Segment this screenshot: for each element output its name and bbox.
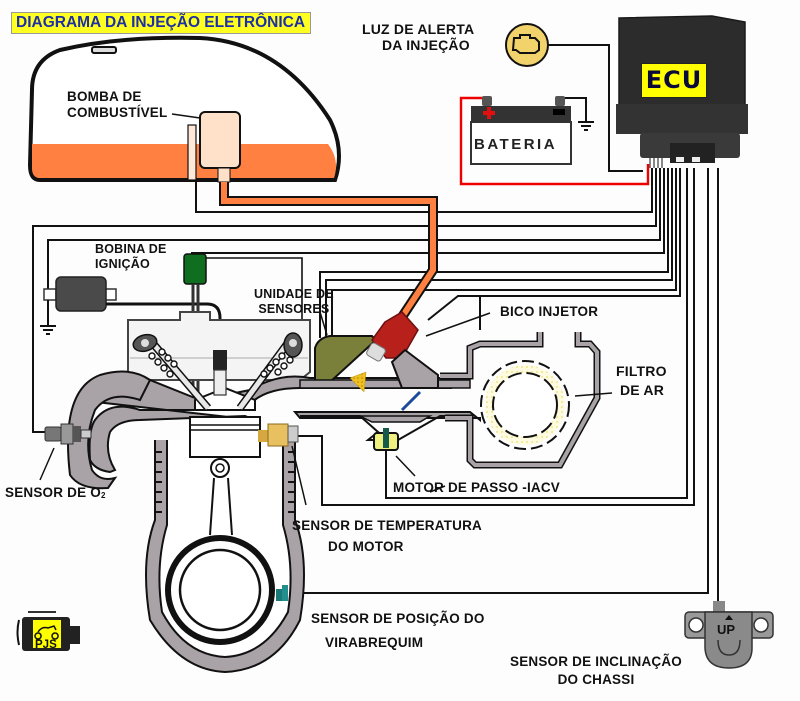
ecu-label: ECU [641, 63, 707, 98]
fuel-pump-label-line2: COMBUSTÍVEL [67, 105, 168, 120]
diagram-title: DIAGRAMA DA INJEÇÃO ELETRÔNICA [11, 12, 312, 34]
air-filter-label-line2: DE AR [620, 382, 665, 398]
warning-light-label-line1: LUZ DE ALERTA [362, 21, 475, 37]
tilt-sensor-label: SENSOR DE INCLINAÇÃO DO CHASSI [510, 653, 682, 689]
wire-sensor-unit-1 [319, 168, 669, 338]
sensor-unit-label: UNIDADE DE SENSORES [254, 287, 334, 317]
o2-sensor-label-subscript: 2 [100, 491, 106, 500]
fuel-level [32, 144, 336, 178]
air-filter-box [440, 332, 613, 469]
sensor-unit-label-line2: SENSORES [258, 302, 330, 316]
motorcycle-icon [34, 625, 59, 640]
wire-battery-negative [560, 97, 587, 122]
ignition-coil-label-line1: BOBINA DE [95, 242, 167, 256]
tilt-sensor-label-line1: SENSOR DE INCLINAÇÃO [510, 654, 683, 669]
fuel-pump-label: BOMBA DE COMBUSTÍVEL [67, 89, 167, 121]
up-arrow-icon [725, 615, 733, 620]
engine-temp-label-line1: SENSOR DE TEMPERATURA [292, 518, 482, 533]
wire-iacv [385, 168, 688, 499]
spark-plug-connector [183, 253, 207, 285]
pjs-logo [16, 611, 80, 651]
battery-label: BATERIA [474, 136, 558, 153]
engine-temp-label: SENSOR DE TEMPERATURA DO MOTOR [292, 515, 482, 557]
ignition-coil-label-line2: IGNIÇÃO [95, 257, 150, 271]
battery [470, 96, 572, 165]
wire-ignition-coil [47, 168, 661, 282]
battery-negative-icon [553, 109, 565, 115]
warning-light-label-line2: DA INJEÇÃO [382, 37, 470, 53]
wire-fuel-pump [195, 168, 653, 213]
crank-sensor-label: SENSOR DE POSIÇÃO DO VIRABREQUIM [311, 607, 485, 655]
o2-sensor-label: SENSOR DE O2 [5, 485, 106, 504]
crank-sensor-label-line1: SENSOR DE POSIÇÃO DO [311, 611, 485, 626]
air-filter-label: FILTRO DE AR [616, 362, 667, 400]
wiring-harness [32, 44, 719, 603]
crank-sensor-label-line2: VIRABREQUIM [325, 635, 424, 650]
engine-temp-label-line2: DO MOTOR [328, 539, 404, 554]
sensor-unit-label-line1: UNIDADE DE [254, 287, 334, 301]
ignition-coil [43, 276, 222, 350]
engine-temp-sensor [258, 423, 307, 506]
pjs-logo-text: PJS [35, 639, 57, 651]
spark-plug [213, 350, 227, 370]
wire-sensor-unit-2 [325, 168, 673, 338]
engine-icon [511, 34, 540, 54]
engine-block [67, 311, 481, 674]
stepper-motor-iacv [373, 428, 416, 477]
tilt-sensor [684, 601, 774, 669]
injector-label: BICO INJETOR [500, 304, 599, 319]
wire-crank-sensor [289, 168, 709, 594]
wire-injector [427, 168, 681, 321]
fuel-injector [366, 311, 491, 389]
wire-engine-temp [297, 168, 695, 506]
tilt-sensor-up-marking: UP [717, 622, 736, 637]
fuel-tank [27, 35, 341, 182]
wire-sensor-unit-3 [331, 168, 677, 338]
check-engine-light [505, 23, 549, 67]
stepper-motor-label: MOTOR DE PASSO -IACV [393, 480, 561, 495]
warning-light-label: LUZ DE ALERTA DA INJEÇÃO [362, 21, 474, 53]
throttle-body [300, 390, 470, 441]
wire-battery-positive [459, 96, 650, 186]
ignition-coil-label: BOBINA DE IGNIÇÃO [95, 242, 166, 272]
o2-sensor-label-text: SENSOR DE O [5, 485, 101, 500]
tilt-sensor-label-line2: DO CHASSI [557, 672, 635, 687]
fuel-pump [199, 111, 241, 169]
fuel-pump-label-line1: BOMBA DE [67, 89, 142, 104]
o2-sensor [39, 423, 92, 481]
battery-positive-icon [483, 107, 495, 119]
wire-o2-sensor [32, 168, 657, 433]
coil-ground-icon [40, 325, 56, 335]
air-filter-label-line1: FILTRO [616, 363, 667, 379]
wire-warning-light [548, 44, 643, 172]
battery-ground-icon [578, 121, 594, 131]
crank-position-sensor [276, 585, 288, 601]
